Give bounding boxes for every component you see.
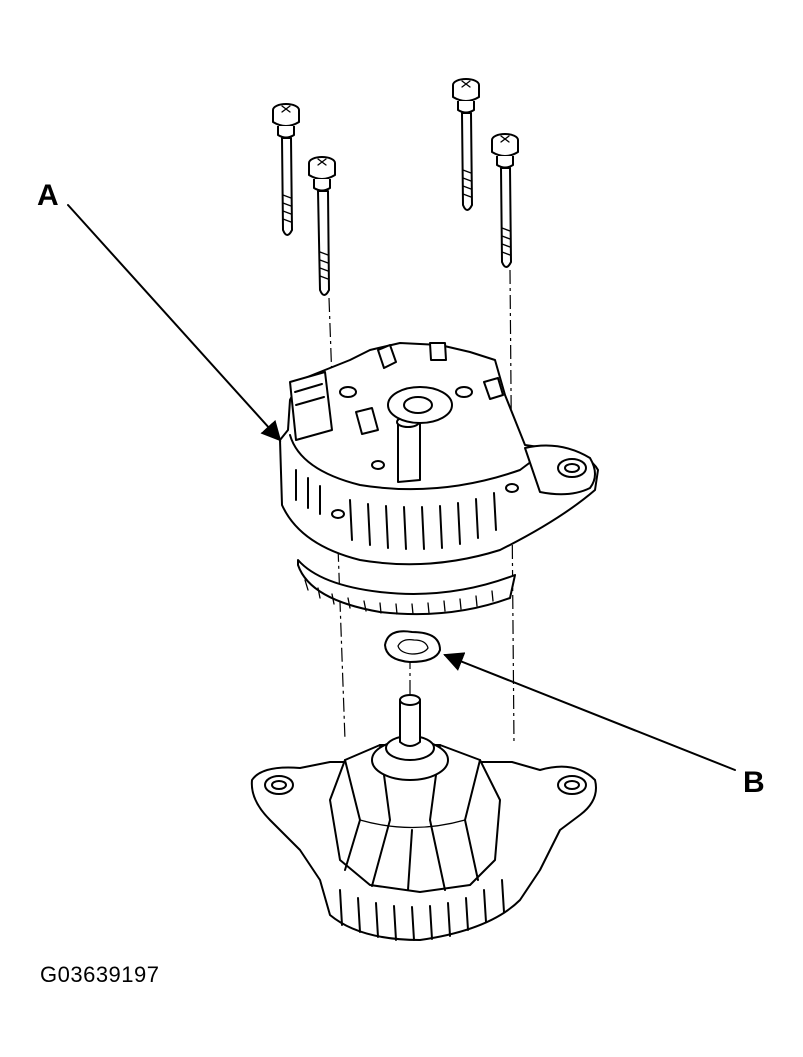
through-bolt-4	[491, 133, 519, 268]
rear-housing	[279, 342, 599, 616]
through-bolt-1	[272, 103, 300, 236]
figure-id: G03639197	[40, 962, 160, 987]
front-housing-rotor	[250, 694, 597, 941]
callout-label-b: B	[743, 766, 765, 799]
leader-lines	[67, 204, 736, 771]
through-bolt-3	[452, 78, 480, 211]
callout-label-a: A	[37, 179, 59, 212]
through-bolt-2	[308, 156, 336, 296]
bearing-insulator	[384, 630, 441, 663]
